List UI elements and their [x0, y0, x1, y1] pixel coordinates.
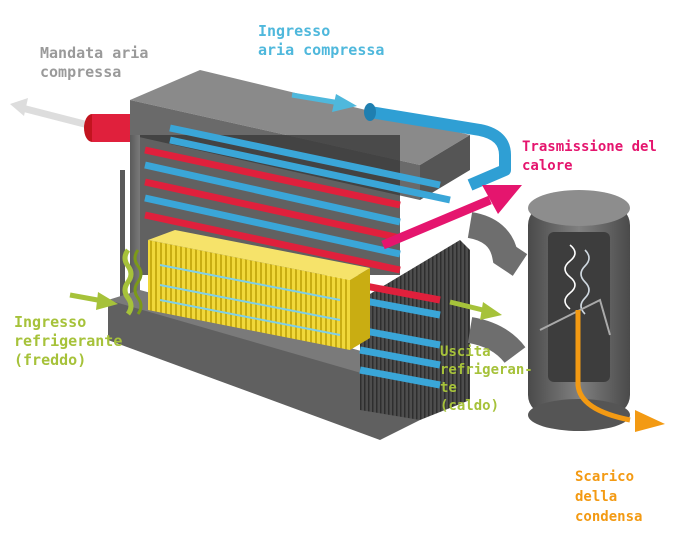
refrigerant-inlet-arrow — [69, 292, 118, 310]
evaporator-fins — [148, 230, 370, 350]
label-line: (freddo) — [14, 351, 87, 369]
air-inlet-pipe — [364, 103, 511, 191]
label-line: (caldo) — [440, 398, 500, 414]
label-line: Uscita — [440, 344, 491, 360]
heat-transfer-arrow — [381, 185, 522, 250]
red-outlet-nozzle — [84, 114, 132, 142]
refrigerant-left-coils — [122, 248, 143, 316]
label-line: refrigerante — [14, 332, 123, 350]
refrigerant-outlet-arrow — [449, 299, 502, 320]
label-line: refrigeran- — [440, 362, 533, 378]
label-line: aria compressa — [258, 41, 385, 59]
label-trasmissione-calore: Trasmissione del calore — [522, 138, 657, 176]
label-line: compressa — [40, 63, 122, 81]
label-line: Ingresso — [14, 313, 87, 331]
label-ingresso-refrigerante: Ingresso refrigerante (freddo) — [14, 313, 122, 370]
condensate-arrow — [575, 310, 665, 432]
label-line: Scarico — [575, 469, 635, 485]
label-line: condensa — [575, 509, 643, 525]
label-line: della — [575, 489, 618, 505]
label-ingresso-aria: Ingresso aria compressa — [258, 22, 384, 60]
label-line: Trasmissione del — [522, 139, 657, 155]
label-scarico-condensa: Scarico della condensa — [575, 467, 642, 527]
label-line: calore — [522, 158, 573, 174]
air-inlet-arrow — [291, 92, 357, 112]
label-line: Mandata aria — [40, 44, 149, 62]
label-mandata-aria: Mandata aria compressa — [40, 44, 148, 82]
label-line: te — [440, 380, 457, 396]
label-uscita-refrigerante: Uscita refrigeran- te (caldo) — [440, 343, 533, 415]
label-line: Ingresso — [258, 22, 331, 40]
